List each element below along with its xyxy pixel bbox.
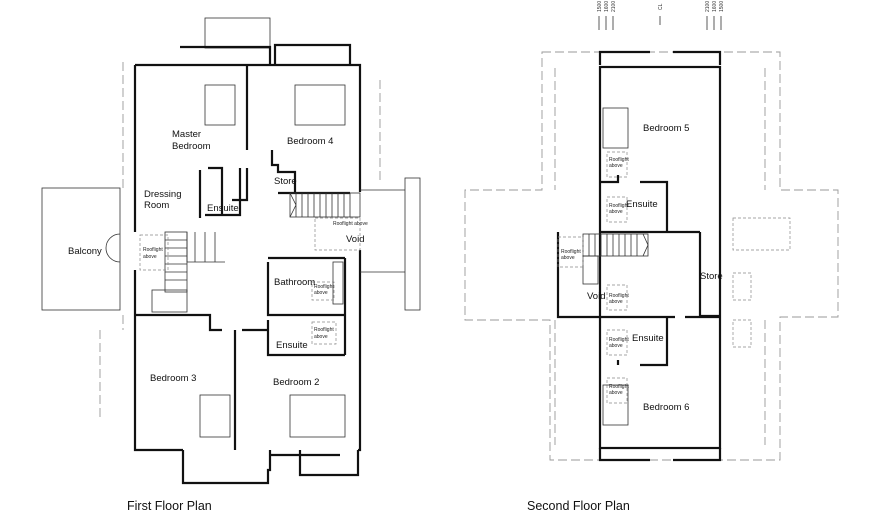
dormer-bays [598, 50, 722, 462]
eaves-lines [554, 68, 766, 445]
label-ensuite-top: Ensuite [626, 199, 658, 210]
label-void-2: Void [587, 291, 606, 302]
label-master-bedroom-2: Bedroom [172, 141, 211, 152]
note-rooflight-ensuite-2: above [314, 334, 328, 340]
first-floor-plan: Master Bedroom Bedroom 4 Store Dressing … [41, 17, 421, 513]
note-rooflight-ensuite: Rooflight [314, 327, 334, 333]
label-dressing-room: Dressing [144, 189, 182, 200]
dimension-label: 2100 [611, 1, 617, 12]
rooflight-external-2 [732, 272, 752, 301]
label-void: Void [346, 234, 365, 245]
note-rooflight-bath-2: above [314, 290, 328, 296]
note-rooflight: Rooflight [609, 157, 629, 163]
label-ensuite-bottom: Ensuite [632, 333, 664, 344]
main-walls [598, 65, 722, 450]
note-rooflight: above [609, 209, 623, 215]
second-floor-plan: Bedroom 5 Ensuite Store Void Ensuite Bed… [464, 1, 839, 513]
label-bedroom-2: Bedroom 2 [273, 377, 319, 388]
rooflight-landing-2 [557, 236, 584, 268]
dimension-label: 1500 [719, 1, 725, 12]
label-bedroom-4: Bedroom 4 [287, 136, 333, 147]
note-rooflight-void: Rooflight above [333, 221, 368, 227]
note-rooflight: above [561, 255, 575, 261]
note-rooflight: Rooflight [609, 293, 629, 299]
dimension-label: CL [658, 3, 664, 10]
top-bay [204, 17, 271, 49]
rooflight-bath [311, 281, 335, 301]
roof-outline [99, 62, 381, 420]
note-rooflight-bath: Rooflight [314, 284, 334, 290]
rooflight-ensuite [311, 321, 337, 345]
rooflights [606, 151, 628, 404]
bed-2 [289, 394, 346, 438]
label-bathroom: Bathroom [274, 277, 315, 288]
rooflight-external [732, 217, 791, 251]
note-rooflight: above [609, 390, 623, 396]
bedroom-walls [135, 313, 268, 450]
rooflight-external-3 [732, 319, 752, 348]
bed-3 [199, 394, 231, 438]
dimension-label: 1600 [604, 1, 610, 12]
first-floor-title: First Floor Plan [127, 499, 212, 513]
furniture [151, 289, 188, 313]
note-rooflight-landing: Rooflight [143, 247, 163, 253]
rooflight-landing [139, 234, 169, 271]
bed-master [204, 84, 236, 126]
bathroom-walls [266, 256, 347, 357]
bed-4 [294, 84, 346, 126]
roof-outline-2 [464, 51, 839, 461]
bed-5 [602, 107, 629, 149]
external-element [404, 177, 421, 311]
dimension-label: 1500 [597, 1, 603, 12]
rooflight-notes: Rooflight above Rooflight above Roofligh… [561, 157, 629, 396]
label-bedroom-3: Bedroom 3 [150, 373, 196, 384]
void-lines [360, 189, 405, 273]
interior-walls-2 [556, 175, 720, 367]
dimension-markers: 1500 1600 2100 CL 2100 1600 1500 [597, 1, 725, 30]
note-rooflight: above [609, 343, 623, 349]
staircase-2 [582, 233, 649, 285]
label-balcony: Balcony [68, 246, 102, 257]
bed-6 [602, 384, 629, 426]
note-rooflight: above [609, 163, 623, 169]
note-rooflight: Rooflight [609, 337, 629, 343]
note-rooflight: Rooflight [561, 249, 581, 255]
bath-icon [332, 261, 344, 305]
label-bedroom-6: Bedroom 6 [643, 402, 689, 413]
void-area [314, 217, 361, 251]
label-store: Store [274, 176, 297, 187]
note-rooflight: Rooflight [609, 384, 629, 390]
dimension-label: 2100 [705, 1, 711, 12]
label-bedroom-5: Bedroom 5 [643, 123, 689, 134]
outer-walls [133, 63, 362, 452]
label-store-2: Store [700, 271, 723, 282]
second-floor-title: Second Floor Plan [527, 499, 630, 513]
label-ensuite-master: Ensuite [207, 203, 239, 214]
label-master-bedroom: Master [172, 129, 201, 140]
label-ensuite-bed2: Ensuite [276, 340, 308, 351]
staircase [164, 192, 361, 293]
note-rooflight: above [609, 299, 623, 305]
balcony [41, 187, 121, 311]
note-rooflight: Rooflight [609, 203, 629, 209]
dimension-label: 1600 [712, 1, 718, 12]
bottom-bay [181, 450, 360, 485]
note-rooflight-landing-2: above [143, 254, 157, 260]
label-dressing-room-2: Room [144, 200, 169, 211]
interior-walls [198, 65, 249, 218]
bay-walls [180, 43, 352, 65]
balcony-door [105, 233, 121, 263]
